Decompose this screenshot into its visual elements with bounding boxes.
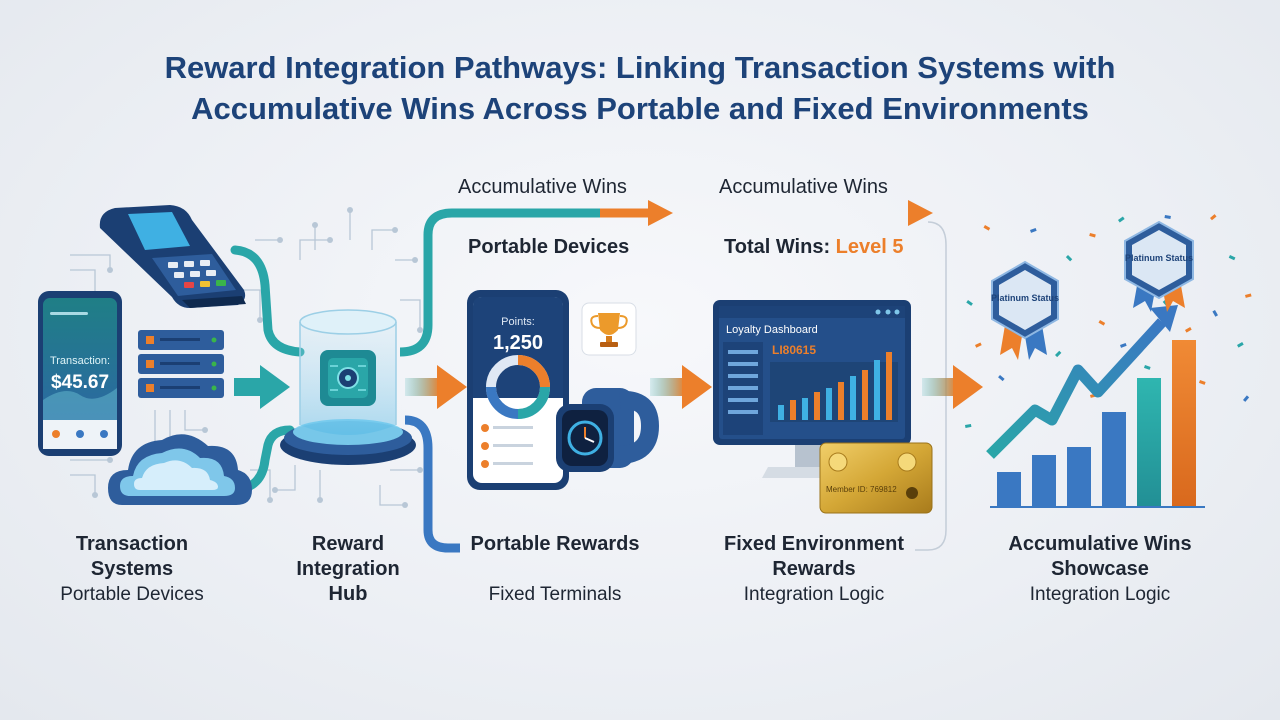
transaction-phone: Transaction: $45.67 (38, 291, 122, 456)
stage-hub-title: Reward Integration Hub (296, 533, 400, 605)
stage-fixed-title: Fixed Environment Rewards (723, 533, 905, 580)
gold-loyalty-card: Member ID: 769812 (819, 442, 933, 514)
arrow-fixed-to-showcase (922, 365, 983, 409)
badge-right-text: Platinum Status (1125, 253, 1193, 263)
badge-left-text: Platinum Status (991, 293, 1059, 303)
dashboard-figure: LI80615 (772, 343, 816, 357)
total-wins-prefix: Total Wins: (724, 236, 831, 258)
accumulative-wins-label-1: Accumulative Wins (458, 176, 627, 198)
card-member-text: Member ID: 769812 (826, 485, 897, 494)
server-stack-icon (138, 330, 224, 398)
stage-transaction-subtitle: Portable Devices (60, 584, 204, 605)
stage-showcase-subtitle: Integration Logic (1029, 584, 1171, 605)
stage-portable-subtitle: Fixed Terminals (488, 584, 622, 605)
page-title-line-1: Reward Integration Pathways: Linking Tra… (164, 50, 1116, 85)
portable-branch-arrowhead (648, 200, 673, 226)
cloud-icon (108, 434, 252, 505)
arrow-portable-to-fixed (650, 365, 712, 409)
stage-transaction-title: Transaction Systems (75, 533, 189, 580)
platinum-badge-left: Platinum Status (991, 260, 1059, 360)
fixed-return-line (915, 221, 947, 551)
portable-devices-label: Portable Devices (468, 236, 630, 258)
lower-branch-line (404, 415, 460, 553)
arrow-hub-to-portable (405, 365, 467, 409)
points-value: 1,250 (493, 332, 543, 354)
stage-fixed-subtitle: Integration Logic (743, 584, 885, 605)
rewards-phone: Points: 1,250 (467, 290, 569, 490)
fixed-branch-arrowhead (908, 200, 933, 226)
portable-branch-line (399, 208, 652, 357)
growth-bar-chart (986, 305, 1205, 508)
trophy-icon (581, 302, 637, 356)
stage-showcase-title: Accumulative Wins Showcase (1008, 533, 1192, 580)
total-wins-label: Total Wins: Level 5 (724, 236, 904, 259)
smartwatch-icon (556, 388, 660, 472)
transaction-caption: Transaction: (50, 355, 110, 367)
stage-portable-title: Portable Rewards (470, 533, 640, 555)
reward-hub-icon (280, 309, 416, 465)
points-label: Points: (501, 316, 535, 328)
platinum-badge-right: Platinum Status (1124, 220, 1194, 312)
transaction-amount: $45.67 (51, 372, 109, 393)
dashboard-title: Loyalty Dashboard (726, 324, 818, 336)
circuit-lines (70, 210, 421, 506)
page-title-line-2: Accumulative Wins Across Portable and Fi… (191, 91, 1089, 126)
pos-terminal-icon (99, 205, 246, 308)
arrow-transaction-to-hub (234, 365, 290, 409)
accumulative-wins-label-2: Accumulative Wins (719, 176, 888, 198)
total-wins-level: Level 5 (835, 236, 904, 258)
